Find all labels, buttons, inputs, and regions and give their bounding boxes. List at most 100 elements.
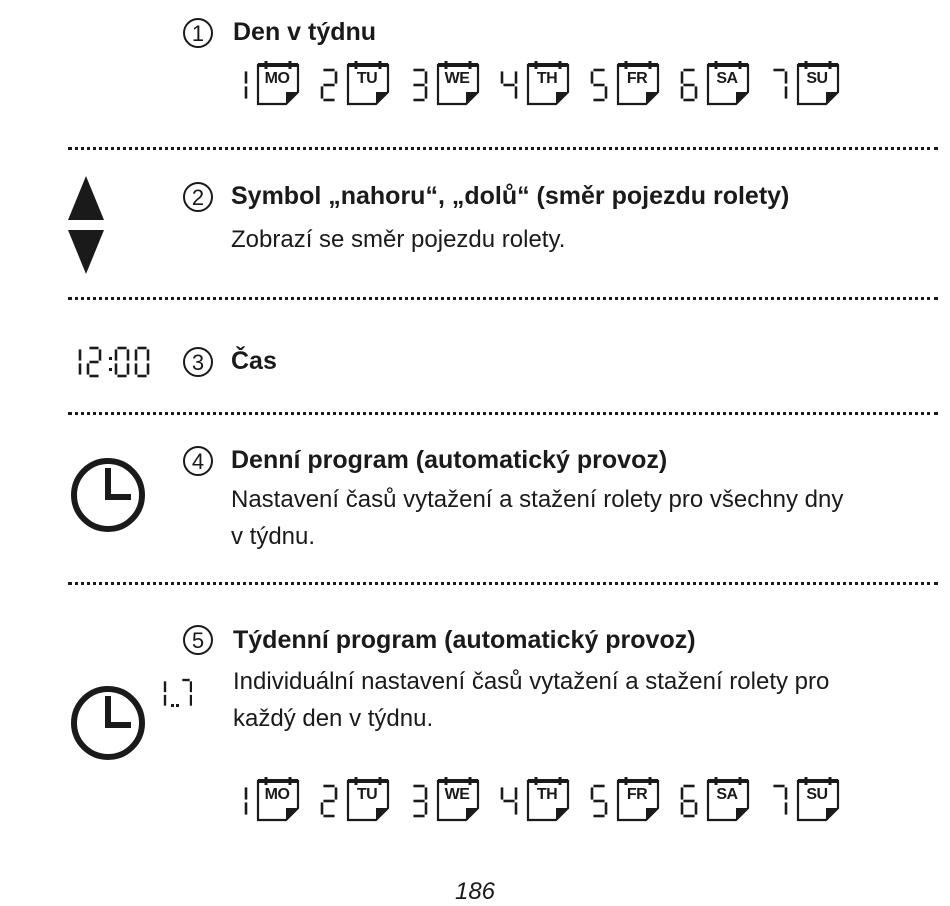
day-number-display [773,784,788,815]
day-row-bottom: MO TU WE TH FR SA SU [224,776,854,824]
day-abbreviation: TH [536,786,558,803]
day-number-display [413,68,428,102]
day-item-th: TH [494,776,572,824]
clock-icon [71,686,145,760]
calendar-page-icon: FR [616,60,662,106]
day-number-digit [500,787,518,815]
section-4-title: Denní program (automatický provoz) [231,446,668,474]
day-range-display [163,678,192,707]
day-item-sa: SA [674,776,752,824]
day-abbreviation: FR [626,70,648,87]
day-number-display [413,784,428,818]
day-number-display [320,784,338,818]
day-abbreviation: SU [806,786,828,803]
time-digit [86,346,102,378]
day-abbreviation: MO [264,70,290,87]
day-number-digit [320,68,338,102]
day-number-display [590,784,608,818]
calendar-page-icon: MO [256,60,302,106]
day-abbreviation: SA [716,786,738,803]
day-number-digit [590,68,608,102]
range-dot [171,704,174,707]
calendar-page-icon: TH [526,60,572,106]
calendar-page-icon: SU [796,60,842,106]
section-5-number: 5 [183,625,213,655]
calendar-page-icon: MO [256,776,302,822]
day-number-digit [680,784,698,818]
day-item-tu: TU [314,60,392,108]
day-item-su: SU [764,60,842,108]
range-dot [176,704,179,707]
section-5-title: Týdenní program (automatický provoz) [233,626,696,654]
calendar-page-icon: TH [526,776,572,822]
calendar-page-icon: SA [706,60,752,106]
day-item-we: WE [404,776,482,824]
day-number-digit [590,784,608,818]
day-number-display [244,787,248,815]
day-item-mo: MO [224,776,302,824]
day-abbreviation: TU [356,786,378,803]
day-abbreviation: TU [356,70,378,87]
day-abbreviation: MO [264,786,290,803]
calendar-page-icon: TU [346,776,392,822]
day-item-fr: FR [584,60,662,108]
separator-2 [68,297,938,300]
day-number-display [500,787,518,815]
section-5-description-line-2: každý den v týdnu. [233,705,434,732]
day-number-display [590,68,608,102]
calendar-page-icon: SA [706,776,752,822]
page-number: 186 [454,878,496,905]
triangle-down-icon [68,230,104,274]
day-number-display [320,68,338,102]
day-item-th: TH [494,60,572,108]
day-number-digit [413,68,428,102]
section-4-description-line-2: v týdnu. [231,523,316,550]
section-3-number: 3 [183,347,213,377]
day-item-su: SU [764,776,842,824]
day-item-we: WE [404,60,482,108]
day-number-display [680,784,698,818]
day-number-digit [500,71,518,99]
day-row-top: MO TU WE TH FR SA SU [224,60,854,108]
day-item-fr: FR [584,776,662,824]
calendar-page-icon: FR [616,776,662,822]
day-number-digit [413,784,428,818]
day-item-mo: MO [224,60,302,108]
day-item-sa: SA [674,60,752,108]
time-display [78,346,150,378]
section-4-number: 4 [183,446,213,476]
section-1-title: Den v týdnu [233,18,377,46]
day-number-display [500,71,518,99]
day-abbreviation: SU [806,70,828,87]
day-number-digit [773,68,788,99]
section-5-description-line-1: Individuální nastavení časů vytažení a s… [233,668,830,695]
separator-1 [68,147,938,150]
day-number-display [244,71,248,99]
section-2-title: Symbol „nahoru“, „dolů“ (směr pojezdu ro… [231,182,790,210]
section-3-title: Čas [231,347,277,375]
day-item-tu: TU [314,776,392,824]
day-number-display [680,68,698,102]
triangle-up-icon [68,176,104,220]
calendar-page-icon: SU [796,776,842,822]
time-digit [114,346,130,378]
day-number-digit [773,784,788,815]
section-4-description-line-1: Nastavení časů vytažení a stažení rolety… [231,486,844,513]
calendar-page-icon: WE [436,776,482,822]
section-1-number: 1 [183,18,213,48]
range-digit [182,678,192,706]
calendar-page-icon: TU [346,60,392,106]
section-2-description: Zobrazí se směr pojezdu rolety. [231,226,566,253]
day-abbreviation: TH [536,70,558,87]
calendar-page-icon: WE [436,60,482,106]
day-abbreviation: FR [626,786,648,803]
day-number-digit [680,68,698,102]
time-digit [134,346,150,378]
day-abbreviation: SA [716,70,738,87]
separator-4 [68,582,938,585]
separator-3 [68,412,938,415]
day-number-display [773,68,788,99]
section-2-number: 2 [183,182,213,212]
day-number-digit [320,784,338,818]
day-abbreviation: WE [444,70,470,87]
